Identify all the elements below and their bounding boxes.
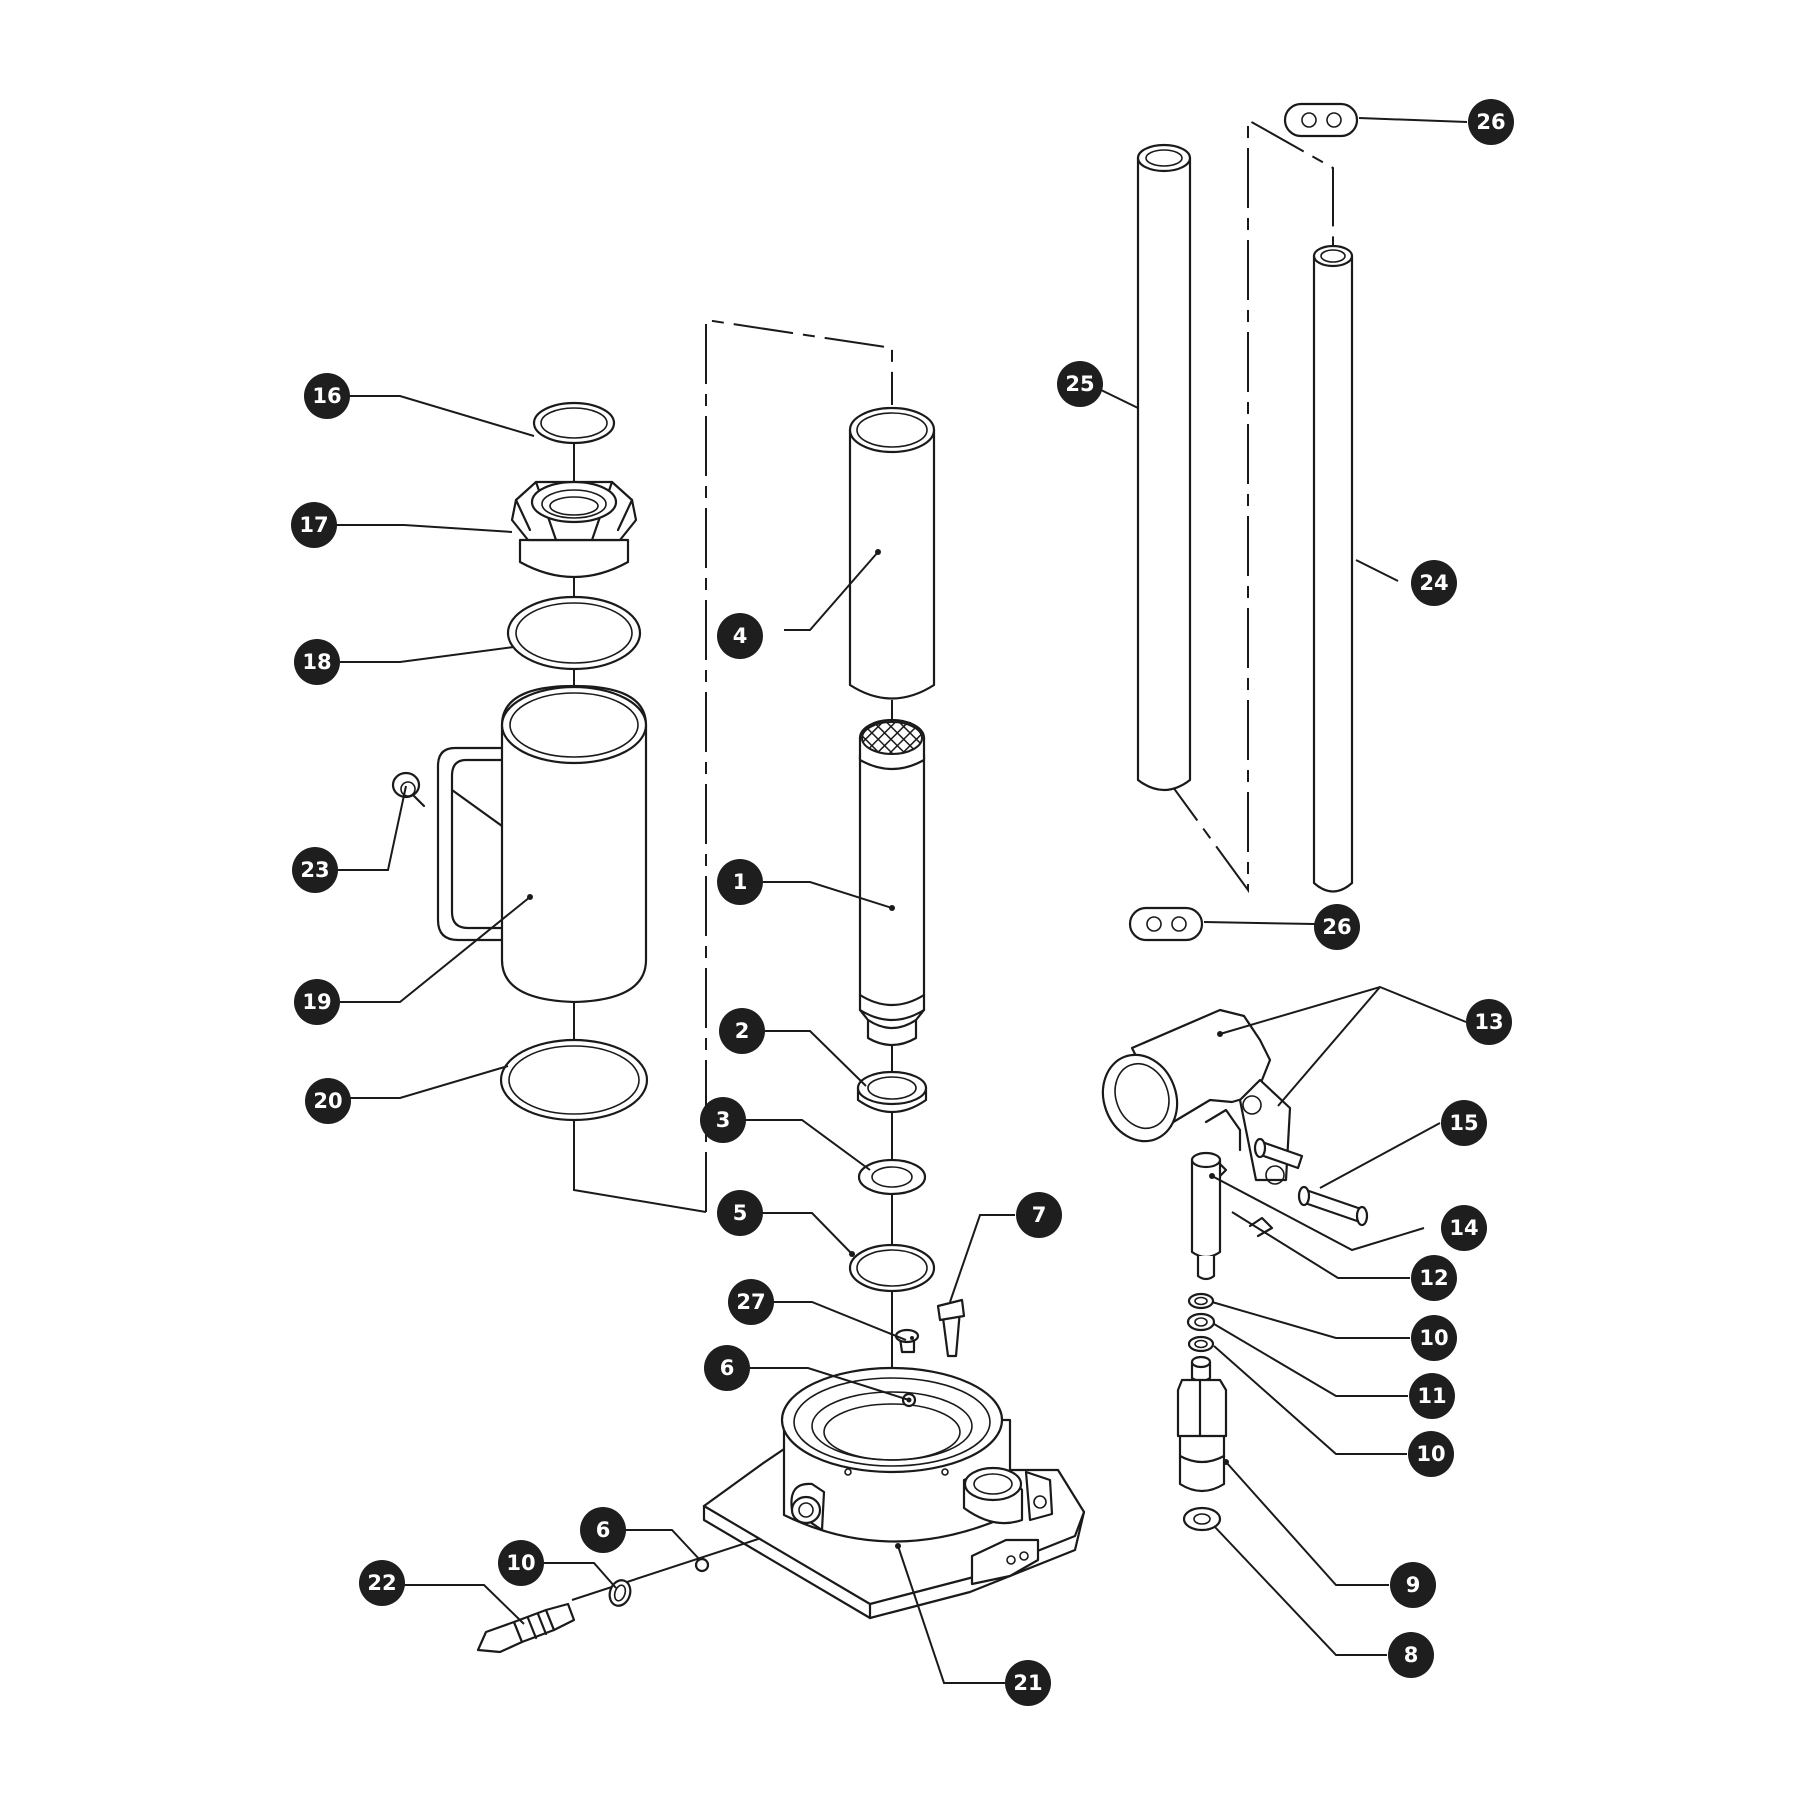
callout-26-top: 26 bbox=[1468, 99, 1514, 145]
callout-10-pump-top: 10 bbox=[1411, 1315, 1457, 1361]
seal-2 bbox=[856, 1070, 928, 1113]
base-21 bbox=[702, 1366, 1086, 1620]
callout-24: 24 bbox=[1411, 560, 1457, 606]
svg-text:23: 23 bbox=[300, 858, 329, 882]
callout-26-bottom: 26 bbox=[1314, 904, 1360, 950]
ball-6-valve bbox=[694, 1557, 710, 1573]
washer-8 bbox=[1182, 1506, 1222, 1532]
svg-text:25: 25 bbox=[1065, 372, 1094, 396]
callout-10-pump-bottom: 10 bbox=[1408, 1431, 1454, 1477]
callout-7: 7 bbox=[1016, 1192, 1062, 1238]
top-nut-17 bbox=[510, 480, 638, 578]
callout-22: 22 bbox=[359, 1560, 405, 1606]
svg-text:13: 13 bbox=[1474, 1010, 1503, 1034]
callout-5: 5 bbox=[717, 1190, 763, 1236]
spring-clip-26-bottom bbox=[1128, 906, 1204, 942]
ring-20 bbox=[499, 1038, 649, 1122]
release-valve-22 bbox=[476, 1602, 576, 1654]
callout-13: 13 bbox=[1466, 999, 1512, 1045]
washer-3 bbox=[857, 1158, 927, 1196]
svg-text:26: 26 bbox=[1322, 915, 1351, 939]
o-ring-5 bbox=[848, 1243, 936, 1293]
callout-14: 14 bbox=[1441, 1205, 1487, 1251]
o-ring-16 bbox=[532, 401, 616, 445]
callout-21: 21 bbox=[1005, 1660, 1051, 1706]
svg-text:17: 17 bbox=[299, 513, 328, 537]
svg-text:18: 18 bbox=[302, 650, 331, 674]
svg-text:20: 20 bbox=[313, 1089, 342, 1113]
pin-7 bbox=[936, 1298, 966, 1358]
ring-18 bbox=[506, 595, 642, 671]
filler-plug-23 bbox=[391, 771, 426, 808]
svg-text:1: 1 bbox=[733, 870, 748, 894]
callout-1: 1 bbox=[717, 859, 763, 905]
callout-3: 3 bbox=[700, 1097, 746, 1143]
svg-text:5: 5 bbox=[733, 1201, 748, 1225]
callout-9: 9 bbox=[1390, 1562, 1436, 1608]
svg-text:14: 14 bbox=[1449, 1216, 1478, 1240]
callout-8: 8 bbox=[1388, 1632, 1434, 1678]
callout-6-center: 6 bbox=[704, 1345, 750, 1391]
svg-text:10: 10 bbox=[506, 1551, 535, 1575]
svg-text:3: 3 bbox=[716, 1108, 731, 1132]
pin-15 bbox=[1253, 1137, 1369, 1227]
spring-clip-26-top bbox=[1283, 102, 1359, 138]
callout-27: 27 bbox=[728, 1279, 774, 1325]
svg-text:10: 10 bbox=[1416, 1442, 1445, 1466]
extension-sleeve-4 bbox=[848, 406, 936, 700]
pump-cylinder-9 bbox=[1176, 1355, 1228, 1493]
ram-1 bbox=[858, 718, 926, 1047]
o-ring-10-pump-bottom bbox=[1187, 1335, 1215, 1353]
reservoir-19 bbox=[436, 684, 648, 1004]
callout-23: 23 bbox=[292, 847, 338, 893]
svg-text:4: 4 bbox=[733, 624, 748, 648]
callout-25: 25 bbox=[1057, 361, 1103, 407]
svg-text:26: 26 bbox=[1476, 110, 1505, 134]
svg-text:6: 6 bbox=[720, 1356, 735, 1380]
svg-text:22: 22 bbox=[367, 1571, 396, 1595]
svg-text:11: 11 bbox=[1417, 1384, 1446, 1408]
callout-20: 20 bbox=[305, 1078, 351, 1124]
svg-text:21: 21 bbox=[1013, 1671, 1042, 1695]
o-ring-10-pump-top bbox=[1187, 1292, 1215, 1310]
svg-text:8: 8 bbox=[1404, 1643, 1419, 1667]
svg-text:15: 15 bbox=[1449, 1111, 1478, 1135]
callout-6-valve: 6 bbox=[580, 1507, 626, 1553]
seal-11 bbox=[1186, 1312, 1216, 1332]
callout-18: 18 bbox=[294, 639, 340, 685]
callout-12: 12 bbox=[1411, 1255, 1457, 1301]
handle-socket-13 bbox=[1101, 1008, 1292, 1185]
handle-tube-25 bbox=[1136, 143, 1192, 792]
callout-2: 2 bbox=[719, 1008, 765, 1054]
plug-27 bbox=[894, 1328, 920, 1354]
svg-text:16: 16 bbox=[312, 384, 341, 408]
leader-lines bbox=[336, 117, 1468, 1684]
svg-text:6: 6 bbox=[596, 1518, 611, 1542]
svg-text:12: 12 bbox=[1419, 1266, 1448, 1290]
callout-17: 17 bbox=[291, 502, 337, 548]
handle-tube-24 bbox=[1312, 244, 1354, 893]
svg-text:7: 7 bbox=[1032, 1203, 1047, 1227]
plunger-12 bbox=[1190, 1151, 1222, 1281]
callout-10-valve: 10 bbox=[498, 1540, 544, 1586]
callout-4: 4 bbox=[717, 613, 763, 659]
svg-text:10: 10 bbox=[1419, 1326, 1448, 1350]
svg-text:19: 19 bbox=[302, 990, 331, 1014]
callout-16: 16 bbox=[304, 373, 350, 419]
callout-11: 11 bbox=[1409, 1373, 1455, 1419]
svg-text:9: 9 bbox=[1406, 1573, 1421, 1597]
svg-text:24: 24 bbox=[1419, 571, 1448, 595]
callout-15: 15 bbox=[1441, 1100, 1487, 1146]
callout-19: 19 bbox=[294, 979, 340, 1025]
svg-text:2: 2 bbox=[735, 1019, 750, 1043]
svg-text:27: 27 bbox=[736, 1290, 765, 1314]
